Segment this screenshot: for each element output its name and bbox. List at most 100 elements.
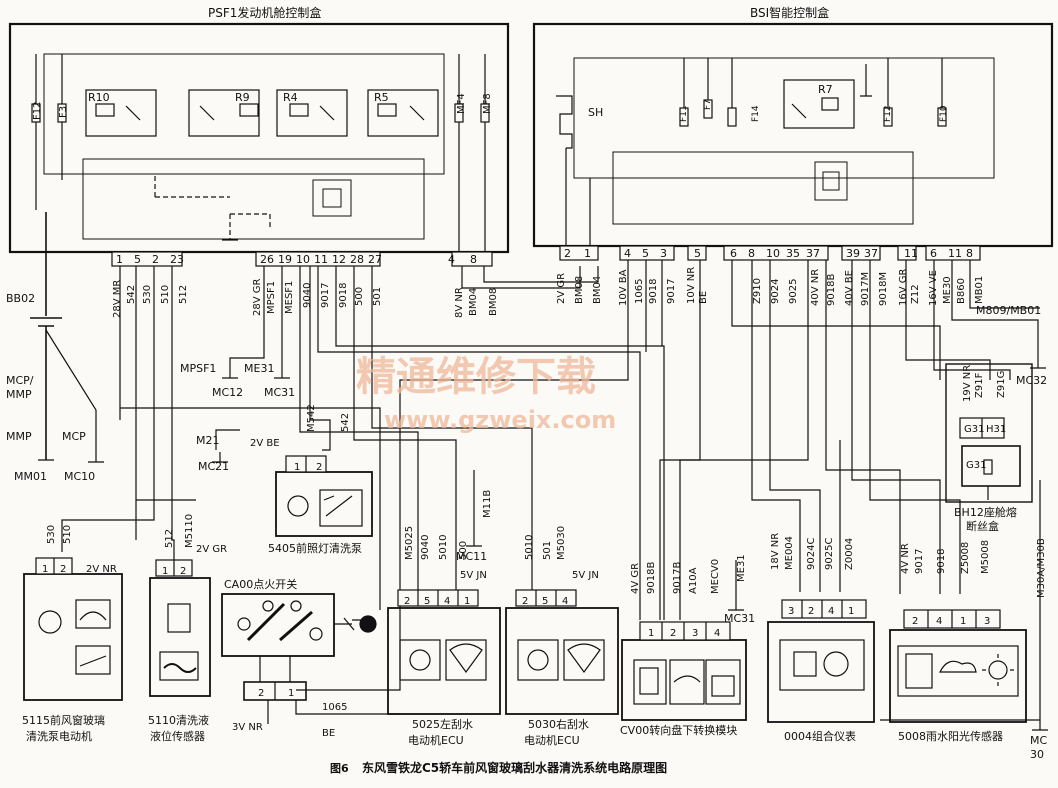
svg-text:F7: F7: [703, 99, 713, 110]
svg-text:R9: R9: [235, 91, 250, 104]
svg-text:G31: G31: [964, 424, 984, 435]
svg-text:510: 510: [160, 285, 171, 304]
svg-text:MC11: MC11: [456, 550, 487, 563]
svg-text:10V NR: 10V NR: [686, 267, 697, 304]
svg-text:1: 1: [960, 616, 966, 627]
bsi-wires: [296, 260, 1041, 721]
caption-text: 东风雪铁龙C5轿车前风窗玻璃刮水器清洗系统电路原理图: [362, 760, 667, 775]
svg-text:9040: 9040: [420, 535, 431, 560]
svg-text:Z91F: Z91F: [974, 372, 985, 398]
svg-text:1: 1: [464, 596, 470, 607]
bsi-pin-2: 4: [624, 247, 631, 260]
wire-labels: 28V MR 542 530 510 512 28V GR MPSF1 MESF…: [112, 267, 1041, 318]
svg-text:F10: F10: [939, 105, 949, 122]
svg-text:www.gzweix.com: www.gzweix.com: [384, 406, 616, 434]
bsi-pin-5: 5: [694, 247, 701, 260]
svg-text:1065: 1065: [322, 702, 347, 713]
ground-mc31b: [728, 560, 744, 611]
svg-text:28V GR: 28V GR: [252, 279, 263, 316]
bsi-pin-16: 8: [966, 247, 973, 260]
ground-mc32: [1030, 360, 1046, 369]
svg-text:Z0004: Z0004: [844, 538, 855, 570]
svg-text:512: 512: [164, 529, 175, 548]
caption-label: 图6: [330, 762, 349, 775]
svg-text:9024C: 9024C: [806, 538, 817, 570]
svg-text:BE: BE: [322, 728, 335, 739]
svg-text:2V GR: 2V GR: [196, 544, 227, 555]
svg-text:2: 2: [912, 616, 918, 627]
svg-text:4V NR: 4V NR: [900, 543, 911, 574]
svg-text:9017: 9017: [666, 279, 677, 304]
svg-text:9018: 9018: [338, 283, 349, 308]
svg-text:4: 4: [936, 616, 942, 627]
svg-text:B860: B860: [956, 278, 967, 304]
bsi-title: BSI智能控制盒: [750, 5, 829, 20]
component-ca00: [221, 593, 400, 724]
svg-text:R7: R7: [818, 83, 833, 96]
svg-text:MM01: MM01: [14, 470, 47, 483]
svg-text:2: 2: [404, 596, 410, 607]
svg-text:Z91G: Z91G: [996, 371, 1007, 398]
watermark: 精通维修下载 www.gzweix.com: [356, 354, 616, 434]
svg-text:5V JN: 5V JN: [572, 570, 599, 581]
psf1-pin-11: 4: [448, 253, 455, 266]
psf1-title: PSF1发动机舱控制盒: [208, 5, 321, 20]
caption: 图6 东风雪铁龙C5轿车前风窗玻璃刮水器清洗系统电路原理图: [330, 760, 667, 775]
svg-text:5115前风窗玻璃: 5115前风窗玻璃: [22, 713, 105, 727]
svg-text:F12: F12: [883, 105, 893, 122]
svg-text:4: 4: [444, 596, 450, 607]
ground-labels: BB02 MCP/ MMP MMP MCP MM01 MC10 MPSF1 ME…: [6, 292, 1047, 761]
svg-text:2V NR: 2V NR: [86, 564, 117, 575]
svg-text:MC12: MC12: [212, 386, 243, 399]
bsi-pin-15: 11: [948, 247, 962, 260]
bsi-pin-1: 1: [584, 247, 591, 260]
svg-text:H31: H31: [986, 424, 1006, 435]
psf1-pin-8: 12: [332, 253, 346, 266]
svg-text:1: 1: [294, 462, 300, 473]
svg-text:3V NR: 3V NR: [232, 722, 263, 733]
svg-text:4: 4: [562, 596, 568, 607]
svg-text:MC21: MC21: [198, 460, 229, 473]
svg-text:MB01: MB01: [974, 276, 985, 304]
svg-text:501: 501: [372, 287, 383, 306]
svg-text:1: 1: [42, 564, 48, 575]
psf1-pin-12: 8: [470, 253, 477, 266]
bsi-pin-12: 37: [864, 247, 878, 260]
bsi-pin-14: 6: [930, 247, 937, 260]
svg-text:A10A: A10A: [688, 567, 699, 594]
component-cv00: [621, 621, 747, 721]
component-5025: [387, 589, 501, 715]
svg-text:MMP: MMP: [6, 430, 32, 443]
svg-text:530: 530: [46, 525, 57, 544]
bsi-pin-4: 3: [660, 247, 667, 260]
svg-text:9017: 9017: [914, 549, 925, 574]
svg-text:R10: R10: [88, 91, 110, 104]
svg-text:0004组合仪表: 0004组合仪表: [784, 729, 856, 743]
svg-text:断丝盒: 断丝盒: [966, 519, 999, 533]
svg-text:MF4: MF4: [456, 93, 467, 114]
svg-text:4: 4: [714, 628, 720, 639]
svg-text:CA00点火开关: CA00点火开关: [224, 577, 297, 591]
svg-text:M5030: M5030: [556, 526, 567, 560]
svg-text:9018: 9018: [936, 549, 947, 574]
svg-text:2: 2: [808, 606, 814, 617]
svg-text:28V MR: 28V MR: [112, 280, 123, 318]
svg-text:BM08: BM08: [574, 276, 585, 304]
svg-text:9017M: 9017M: [860, 272, 871, 306]
bsi-pin-6: 6: [730, 247, 737, 260]
svg-text:MC32: MC32: [1016, 374, 1047, 387]
svg-text:1: 1: [648, 628, 654, 639]
psf1-pin-1: 5: [134, 253, 141, 266]
svg-text:501: 501: [542, 541, 553, 560]
component-5030: [505, 589, 619, 715]
svg-text:R4: R4: [283, 91, 298, 104]
svg-text:3: 3: [692, 628, 698, 639]
svg-text:9018B: 9018B: [826, 274, 837, 306]
svg-text:F12: F12: [32, 102, 43, 120]
svg-text:电动机ECU: 电动机ECU: [524, 733, 580, 747]
svg-text:精通维修下载: 精通维修下载: [356, 354, 596, 400]
svg-text:MC31: MC31: [724, 612, 755, 625]
